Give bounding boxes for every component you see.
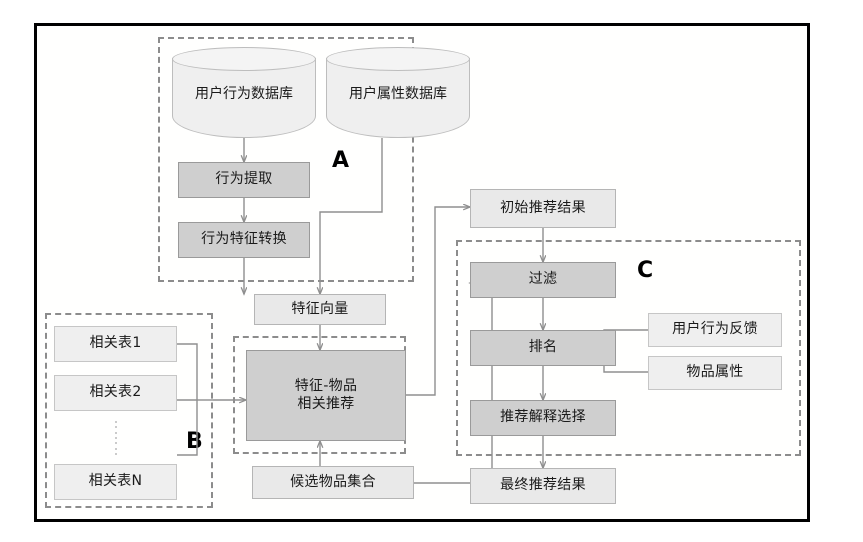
feature-item-recommendation-node[interactable]: 特征-物品 相关推荐 (246, 350, 406, 441)
final-recommendation-result-node[interactable]: 最终推荐结果 (470, 468, 616, 504)
related-table-2-node[interactable]: 相关表2 (54, 375, 177, 411)
edge-candidate-to-filter (414, 283, 493, 484)
cylinder-body (172, 58, 316, 138)
group-b-label: B (186, 429, 203, 454)
related-table-1-node[interactable]: 相关表1 (54, 326, 177, 362)
user-behavior-feedback-node[interactable]: 用户行为反馈 (648, 313, 782, 347)
related-tables-ellipsis-icon (114, 421, 117, 455)
feature-item-rec-line-1: 特征-物品 (294, 378, 358, 395)
behavior-feature-transform-node[interactable]: 行为特征转换 (178, 222, 310, 258)
feature-vector-node[interactable]: 特征向量 (254, 294, 386, 325)
user-behavior-database[interactable]: 用户行为数据库 (172, 47, 316, 138)
user-attribute-database-label: 用户属性数据库 (349, 85, 447, 102)
group-a-label: A (332, 148, 350, 173)
group-a-boundary (158, 37, 414, 282)
behavior-extract-node[interactable]: 行为提取 (178, 162, 310, 198)
recommendation-explanation-select-node[interactable]: 推荐解释选择 (470, 400, 616, 436)
initial-recommendation-result-node[interactable]: 初始推荐结果 (470, 189, 616, 228)
related-table-n-node[interactable]: 相关表N (54, 464, 177, 500)
cylinder-top (172, 47, 316, 71)
candidate-item-set-node[interactable]: 候选物品集合 (252, 466, 414, 499)
user-attribute-database[interactable]: 用户属性数据库 (326, 47, 470, 138)
cylinder-body (326, 58, 470, 138)
item-attribute-node[interactable]: 物品属性 (648, 356, 782, 390)
feature-item-rec-line-2: 相关推荐 (297, 395, 355, 412)
cylinder-top (326, 47, 470, 71)
filter-node[interactable]: 过滤 (470, 262, 616, 298)
group-c-label: C (637, 258, 654, 283)
edge-attrdb-to-featurevector (320, 138, 383, 294)
group-c-boundary (456, 240, 801, 456)
user-behavior-database-label: 用户行为数据库 (195, 85, 293, 102)
group-b-boundary (45, 313, 213, 508)
rank-node[interactable]: 排名 (470, 330, 616, 366)
edge-rec-to-initialresult (406, 207, 470, 396)
